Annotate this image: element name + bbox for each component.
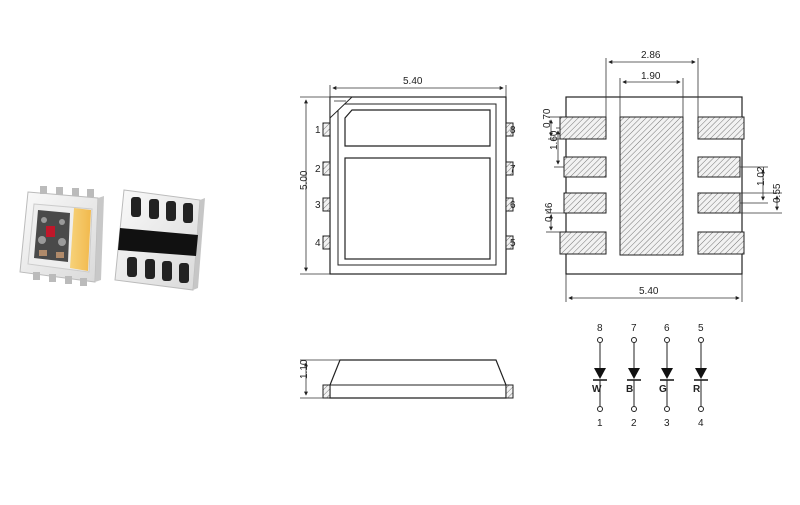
top-pin-label-3: 3 xyxy=(315,200,321,211)
side-view: 1.10 xyxy=(299,359,514,399)
bottom-pitch-label: 1.60 xyxy=(549,130,560,150)
bottom-pad-5 xyxy=(697,231,745,255)
schematic-bottom-pin-label-4: 4 xyxy=(698,418,704,429)
diode-label-W: W xyxy=(592,384,602,395)
schematic-top-pin-label-8: 8 xyxy=(597,323,603,334)
diode-icon xyxy=(661,368,673,379)
bottom-pad-7 xyxy=(697,156,741,178)
schematic-terminal-bottom xyxy=(597,406,603,412)
bottom-pad-height-label: 0.70 xyxy=(542,108,553,128)
schematic-top-pin-label-6: 6 xyxy=(664,323,670,334)
schematic-top-pin-label-7: 7 xyxy=(631,323,637,334)
bottom-view: 2.86 1.90 0.70 1.60 0.46 1.02 0.55 5.40 xyxy=(542,50,783,302)
top-pin-label-1: 1 xyxy=(315,125,321,136)
bottom-right-dim-a-label: 1.02 xyxy=(756,166,767,186)
top-pin-label-6: 6 xyxy=(510,200,516,211)
schematic-terminal-bottom xyxy=(631,406,637,412)
bottom-view-body xyxy=(565,96,743,275)
top-pin-1 xyxy=(322,122,331,137)
diode-label-R: R xyxy=(693,384,701,395)
bottom-pad-4 xyxy=(559,231,607,255)
schematic-terminal-top xyxy=(631,337,637,343)
bottom-pad-2 xyxy=(563,156,607,178)
diode-label-G: G xyxy=(659,384,667,395)
top-pin-7 xyxy=(505,161,514,176)
bottom-pad-6 xyxy=(697,192,741,214)
diode-icon xyxy=(695,368,707,379)
bottom-center-pad xyxy=(619,116,684,256)
top-pin-8 xyxy=(505,122,514,137)
top-pin-4 xyxy=(322,235,331,250)
top-view-window-upper xyxy=(344,109,491,147)
schematic-top-pin-label-5: 5 xyxy=(698,323,704,334)
bottom-pad-8 xyxy=(697,116,745,140)
side-pin-left xyxy=(322,384,331,399)
led-front-image xyxy=(19,186,104,286)
schematic: 8W 1 7B 2 6G 3 5R 4 xyxy=(592,323,708,429)
diode-label-B: B xyxy=(626,384,633,395)
top-view-width-label: 5.40 xyxy=(403,76,423,87)
top-pin-6 xyxy=(505,197,514,212)
side-pin-right xyxy=(505,384,514,399)
top-pin-5 xyxy=(505,235,514,250)
bottom-center-outer-label: 2.86 xyxy=(641,50,661,61)
schematic-terminal-bottom xyxy=(664,406,670,412)
schematic-bottom-pin-label-1: 1 xyxy=(597,418,603,429)
led-back-image xyxy=(114,189,205,291)
bottom-center-inner-label: 1.90 xyxy=(641,71,661,82)
top-pin-label-4: 4 xyxy=(315,238,321,249)
top-view-window-lower xyxy=(344,157,491,260)
top-pin-label-2: 2 xyxy=(315,164,321,175)
bottom-right-dim-b-label: 0.55 xyxy=(772,183,783,203)
top-pin-3 xyxy=(322,197,331,212)
top-view-body xyxy=(329,96,507,275)
top-pin-label-7: 7 xyxy=(510,164,516,175)
led-photo xyxy=(19,186,205,291)
schematic-bottom-pin-label-3: 3 xyxy=(664,418,670,429)
schematic-bottom-pin-label-2: 2 xyxy=(631,418,637,429)
bottom-view-width-label: 5.40 xyxy=(639,286,659,297)
schematic-terminal-top xyxy=(698,337,704,343)
top-view-height-label: 5.00 xyxy=(299,170,310,190)
bottom-pad-3 xyxy=(563,192,607,214)
schematic-terminal-top xyxy=(597,337,603,343)
top-pin-label-8: 8 xyxy=(510,125,516,136)
diode-icon xyxy=(594,368,606,379)
bottom-pad-1 xyxy=(559,116,607,140)
top-pin-label-5: 5 xyxy=(510,238,516,249)
bottom-pad-gap-label: 0.46 xyxy=(544,202,555,222)
top-view: 1 2 3 4 8 7 6 5 5.40 5.00 xyxy=(299,76,516,275)
schematic-terminal-top xyxy=(664,337,670,343)
side-view-height-label: 1.10 xyxy=(299,359,310,379)
side-view-body xyxy=(329,359,507,399)
top-pin-2 xyxy=(322,161,331,176)
diode-icon xyxy=(628,368,640,379)
schematic-terminal-bottom xyxy=(698,406,704,412)
top-view-cup xyxy=(337,103,497,266)
